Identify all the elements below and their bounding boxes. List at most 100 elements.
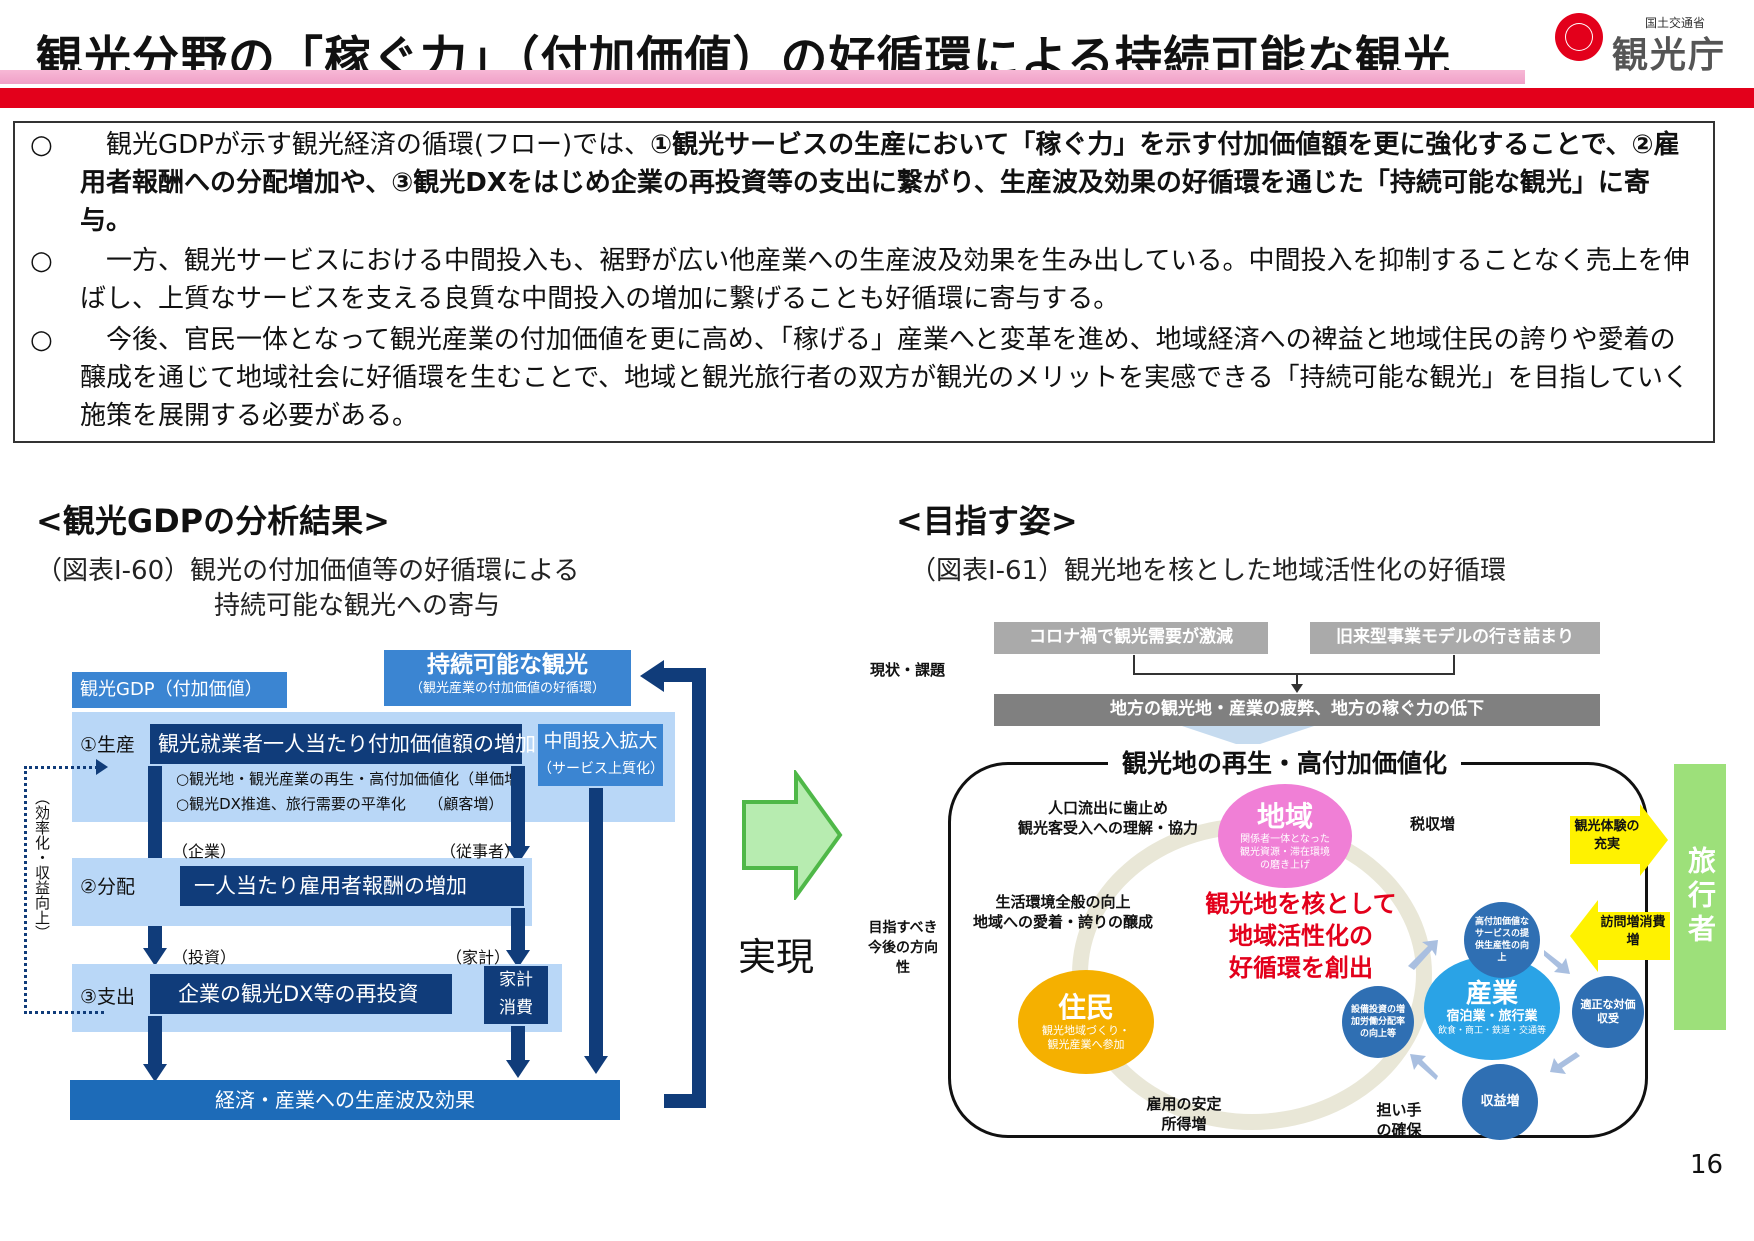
label-living-1: 生活環境全般の向上 [995,893,1131,911]
merge-stem [1296,675,1298,687]
cycle-title: 観光地の再生・高付加価値化 [1108,744,1462,780]
left-heading: <観光GDPの分析結果> [36,502,390,540]
invest-circle: 設備投資の増加労働分配率の向上等 [1342,986,1414,1058]
label-living: 生活環境全般の向上 地域への愛着・誇りの醸成 [968,892,1158,932]
sustainable-tourism-box: 持続可能な観光 （観光産業の付加価値の好循環） [384,650,631,706]
realize-arrow-icon [742,770,843,900]
intermediate-input-title: 中間投入拡大 [543,730,658,752]
profit-arrow-icon [1550,1052,1580,1074]
summary-box [13,121,1715,443]
decline-box: 地方の観光地・産業の疲弊、地方の稼ぐ力の低下 [994,694,1600,726]
fair-price-circle: 適正な対価収受 [1572,976,1644,1048]
value-service-circle: 高付加価値なサービスの提供生産性の向上 [1464,902,1540,978]
bullet-1: ○ [30,130,53,160]
summary-paragraph-3: 今後、官民一体となって観光産業の付加価値を更に高め、「稼げる」産業へと変革を進め… [80,325,1689,431]
experience-text: 観光体験の充実 [1574,819,1640,852]
right-heading: <目指す姿> [896,502,1078,540]
summary-paragraph-1: 観光GDPが示す観光経済の循環(フロー)では、①観光サービスの生産において「稼ぐ… [80,126,1690,240]
merge-arrow-icon [1291,684,1303,693]
return-arrow-head-icon [640,660,664,692]
experience-arrow-icon [1570,804,1668,876]
visit-arrow: 訪問増消費増 [1570,900,1670,972]
summary-paragraph-2: 一方、観光サービスにおける中間投入も、裾野が広い他産業への生産波及効果を生み出し… [80,246,1690,314]
intermediate-input-sub: （サービス上質化） [538,761,664,777]
header-red-band [0,88,1754,108]
label-employment-2: 所得増 [1161,1115,1207,1133]
sustainable-title: 持続可能な観光 [427,652,588,678]
page-number: 16 [1690,1150,1724,1180]
row3-main-box: 企業の観光DX等の再投資 [150,974,452,1014]
direction-label: 目指すべき今後の方向性 [868,920,938,976]
issue-old-model: 旧来型事業モデルの行き詰まり [1310,622,1600,654]
label-workers-1: 担い手 [1376,1101,1422,1119]
experience-arrow: 観光体験の充実 [1570,804,1668,876]
logo-dot-icon [1566,24,1592,50]
price-arrow-icon [1544,950,1570,974]
label-tax: 税収増 [1410,815,1456,833]
efficiency-loop [24,766,104,1014]
arrow-household-shaft [511,908,525,954]
issue-merge-line [1133,655,1455,675]
header-pink-band [0,70,1525,84]
bottom-effect-box: 経済・産業への生産波及効果 [70,1080,620,1120]
arrow-midinput-shaft [589,788,603,1058]
industry-sub: 宿泊業・旅行業 [1446,1009,1538,1024]
label-population-2: 観光客受入への理解・協力 [1018,819,1199,837]
row2-main-box: 一人当たり雇用者報酬の増加 [180,866,524,906]
arrow-consume-shaft [511,1026,525,1064]
left-caption-2: 持続可能な観光への寄与 [214,591,501,621]
visit-arrow-icon [1570,900,1670,972]
label-population-1: 人口流出に歯止め [1047,799,1168,817]
household-consumption-1: 家計 [499,970,533,990]
region-sub: 関係者一体となった観光資源・滞在環境の磨き上げ [1240,833,1330,871]
label-living-2: 地域への愛着・誇りの醸成 [972,913,1153,931]
arrow-invest-shaft [148,1016,162,1068]
intermediate-input-box: 中間投入拡大 （サービス上質化） [538,724,664,786]
industry-title: 産業 [1465,979,1518,1009]
efficiency-arrow-head-icon [96,759,108,775]
label-population: 人口流出に歯止め 観光客受入への理解・協力 [1018,798,1198,838]
realize-label: 実現 [738,935,815,979]
efficiency-note: （効率化・収益向上） [33,790,51,940]
firm-label: （企業） [172,842,237,861]
logo-text: 観光庁 [1612,35,1727,76]
right-caption: （図表Ⅰ-61）観光地を核とした地域活性化の好循環 [910,556,1507,586]
row1-sub-2: ○観光DX推進、旅行需要の平準化 （顧客増） [176,795,504,813]
arrow-worker-shaft [511,766,525,848]
value-to-industry-arrow-icon [1408,940,1438,970]
household-consumption-box: 家計 消費 [484,966,548,1024]
arrow-midinput-head-icon [584,1056,608,1074]
bullet-3: ○ [30,325,53,355]
row1-main-box: 観光就業者一人当たり付加価値額の増加 [150,724,536,764]
center-line-2: 地域活性化の [1229,922,1373,950]
traveler-box: 旅行者 [1674,764,1726,1030]
invest-arrow-icon [1410,1054,1438,1080]
decline-funnel-icon [1182,726,1314,748]
issue-covid: コロナ禍で観光需要が激減 [994,622,1268,654]
label-workers-2: の確保 [1376,1121,1422,1139]
household-consumption-2: 消費 [499,998,533,1018]
arrow-household-head-icon [506,950,530,968]
household-label: （家計） [446,948,511,967]
label-employment-1: 雇用の安定 [1146,1095,1222,1113]
status-label: 現状・課題 [870,661,946,679]
left-caption-1: （図表Ⅰ-60）観光の付加価値等の好循環による [36,556,580,586]
center-line-1: 観光地を核として [1205,890,1397,918]
row3-label: ③支出 [80,986,136,1008]
region-title: 地域 [1256,799,1313,833]
p1-bold: ①観光サービスの生産において「稼ぐ力」を示す付加価値額を更に強化することで、②雇… [80,130,1680,236]
fair-price-text: 適正な対価収受 [1580,998,1636,1025]
sustainable-sub: （観光産業の付加価値の好循環） [409,681,605,696]
label-employment: 雇用の安定 所得増 [1124,1094,1244,1134]
return-bracket-bottom [664,1094,706,1108]
value-service-text: 高付加価値なサービスの提供生産性の向上 [1474,917,1529,963]
gdp-label: 観光GDP（付加価値） [72,672,287,708]
arrow-firm-head-icon [143,948,167,966]
arrow-invest-head-icon [143,1064,167,1082]
invest-label: （投資） [172,948,237,967]
profit-text: 収益増 [1480,1094,1520,1109]
region-circle: 地域 関係者一体となった観光資源・滞在環境の磨き上げ [1218,784,1352,888]
profit-circle: 収益増 [1462,1064,1538,1140]
logo-subtitle: 国土交通省 [1645,16,1706,30]
row1-label: ①生産 [80,734,136,756]
